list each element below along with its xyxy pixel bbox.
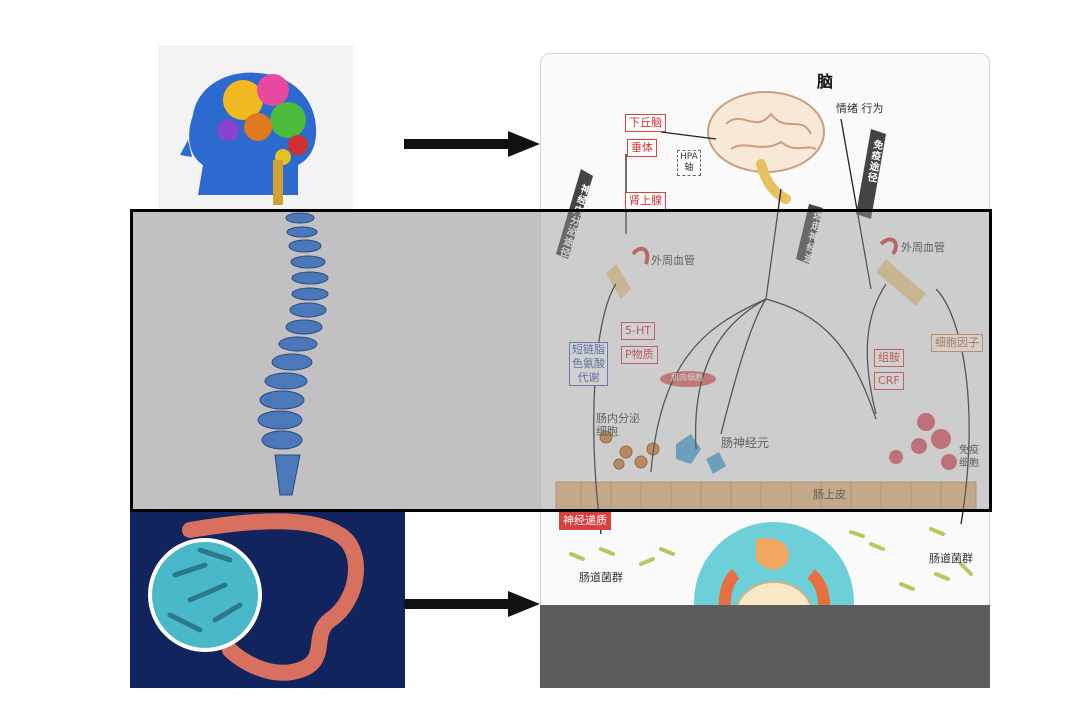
tryptophan-box: 短链脂 色氨酸 代谢: [569, 342, 608, 386]
immune-cells-label: 免疫 细胞: [959, 444, 979, 470]
gut-flora-left-label: 肠道菌群: [579, 571, 623, 584]
enteroendocrine-label: 肠内分泌 细胞: [596, 412, 640, 438]
adrenal-box: 肾上腺: [625, 192, 666, 210]
tryptophan-line1: 短链脂: [572, 343, 605, 356]
cytokines-box: 细胞因子: [931, 334, 983, 352]
highlight-frame: [130, 209, 992, 512]
hpa-axis-line1: HPA: [680, 152, 698, 162]
head-gears-illustration: [180, 72, 317, 205]
hypothalamus-box: 下丘脑: [625, 114, 666, 132]
enteroendocrine-line1: 肠内分泌: [596, 412, 640, 425]
gut-flora-right-label: 肠道菌群: [929, 552, 973, 565]
brain-gut-axis-diagram: 脑 情绪 行为 下丘脑 垂体 HPA 轴 肾上腺 神经内分泌途径 迷走神经途径 …: [540, 53, 990, 688]
immune-cells-line2: 细胞: [959, 458, 979, 469]
spine-illustration: [257, 212, 329, 496]
epithelium-label: 肠上皮: [813, 488, 846, 501]
substance-p-box: P物质: [621, 346, 658, 364]
serotonin-box: 5-HT: [621, 322, 655, 340]
intestine-illustration: [148, 513, 364, 681]
crf-box: CRF: [874, 372, 904, 390]
spine-image: [130, 210, 540, 510]
neurotransmitter-box: 神经递质: [559, 512, 611, 530]
brain-label: 脑: [817, 72, 834, 91]
tryptophan-line3: 代谢: [577, 371, 600, 384]
immune-cells-line1: 免疫: [959, 445, 979, 456]
emotion-behavior-label: 情绪 行为: [836, 102, 884, 115]
brain-gears-image: [158, 45, 353, 210]
peripheral-vessel-right-label: 外周血管: [901, 241, 945, 254]
pituitary-box: 垂体: [627, 139, 657, 157]
muscle-cell-label: 肌肉细胞: [671, 373, 703, 382]
hpa-axis-line2: 轴: [684, 163, 694, 173]
arrow-bottom: [404, 591, 540, 617]
highlight-overlay: [540, 210, 990, 510]
arrow-top: [404, 131, 540, 157]
peripheral-vessel-left-label: 外周血管: [651, 254, 695, 267]
intestine-bacteria-image: [130, 510, 405, 688]
gray-floor-band: [540, 605, 990, 688]
hpa-axis-box: HPA 轴: [677, 150, 701, 176]
histamine-box: 组胺: [874, 349, 904, 367]
enteroendocrine-line2: 细胞: [596, 425, 618, 438]
enteric-neuron-label: 肠神经元: [721, 436, 770, 450]
tryptophan-line2: 色氨酸: [572, 357, 605, 370]
